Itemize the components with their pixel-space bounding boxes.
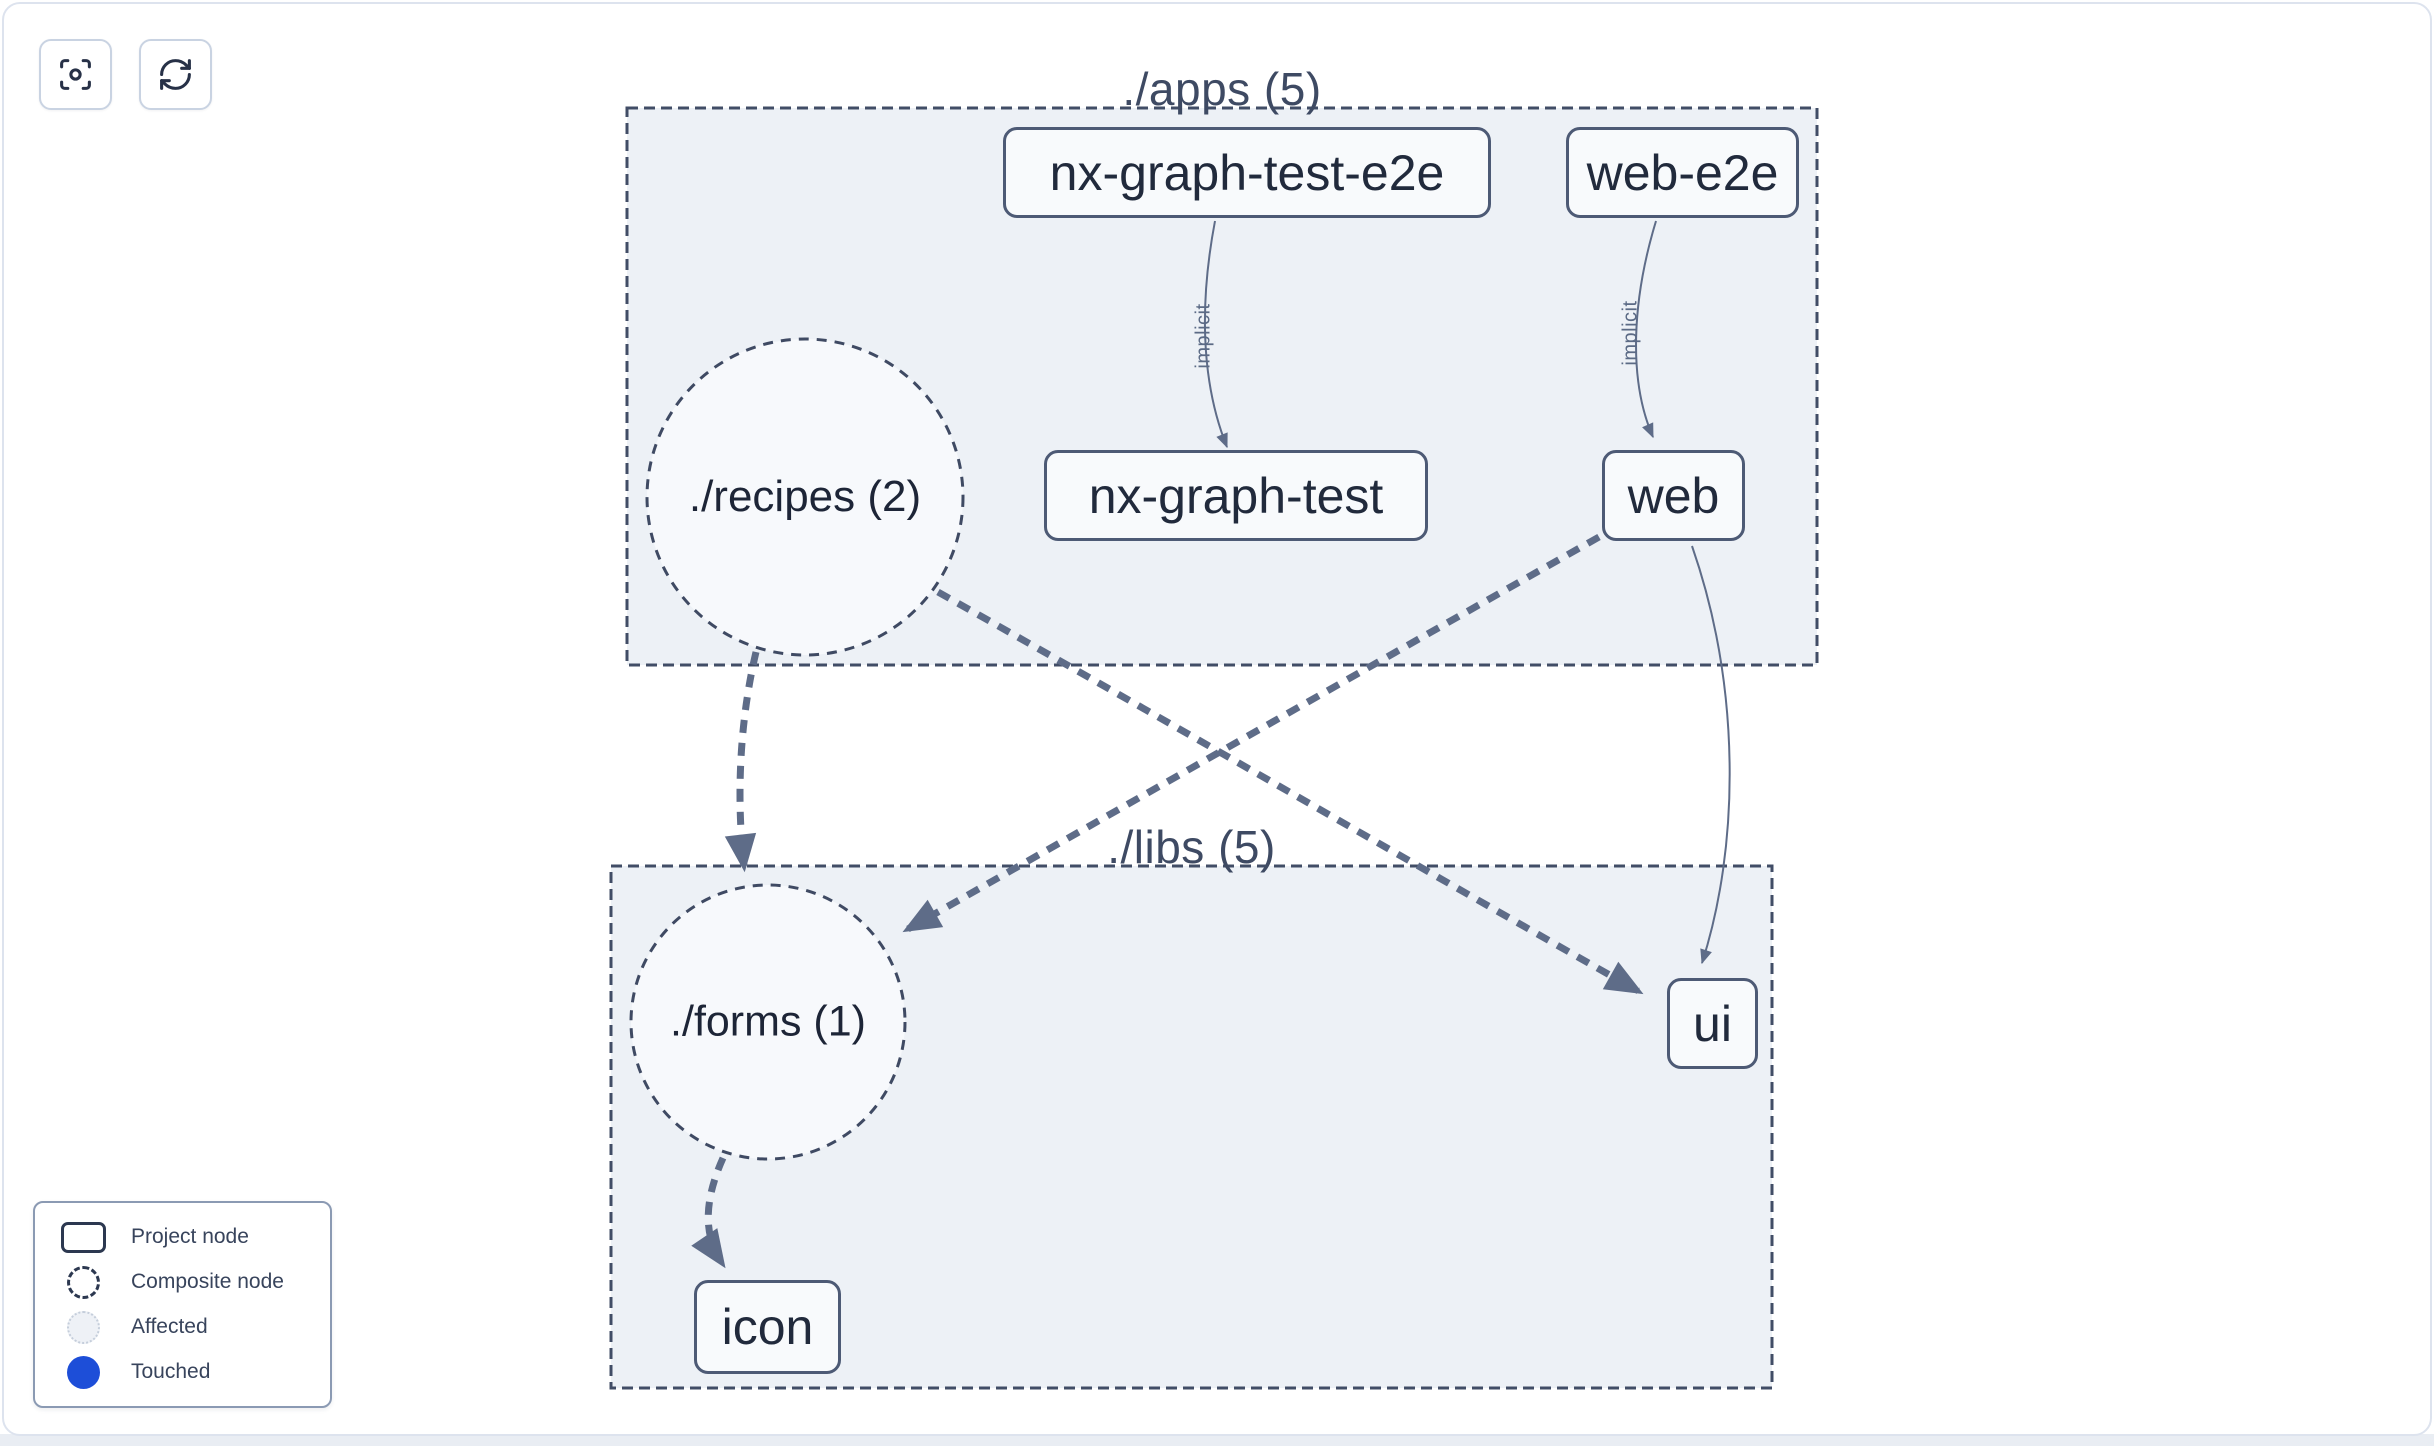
- legend-label: Project node: [131, 1225, 249, 1248]
- node-label: nx-graph-test-e2e: [1049, 144, 1445, 201]
- edge-forms-to-icon: [691, 1156, 727, 1269]
- page-bottom-strip: [0, 1434, 2434, 1446]
- legend: Project node Composite node Affected Tou…: [33, 1201, 332, 1408]
- node-icon[interactable]: icon: [694, 1280, 841, 1374]
- affected-swatch: [66, 1310, 100, 1344]
- refresh-icon: [160, 59, 191, 90]
- edge-web-e2e-to-web: [1635, 220, 1657, 439]
- legend-label: Affected: [131, 1315, 208, 1338]
- refresh-button[interactable]: [139, 39, 212, 110]
- legend-row-affected: Affected: [35, 1305, 330, 1349]
- group-label-libs: ./libs (5): [1107, 821, 1276, 873]
- composite-node-recipes[interactable]: [645, 337, 965, 657]
- node-label: web-e2e: [1586, 144, 1779, 201]
- node-nx-graph-test-e2e[interactable]: nx-graph-test-e2e: [1003, 127, 1491, 218]
- edge-label-implicit: implicit: [1619, 300, 1642, 366]
- edge-web-to-forms: [902, 533, 1601, 933]
- legend-row-project-node: Project node: [35, 1215, 330, 1259]
- node-label: nx-graph-test: [1088, 467, 1384, 524]
- legend-label: Touched: [131, 1360, 211, 1383]
- focus-button[interactable]: [39, 39, 112, 110]
- node-web-e2e[interactable]: web-e2e: [1566, 127, 1799, 218]
- composite-node-forms[interactable]: [629, 883, 907, 1161]
- node-label: web: [1627, 467, 1720, 524]
- node-label: ui: [1693, 995, 1732, 1052]
- touched-swatch: [66, 1355, 100, 1389]
- edge-recipes-to-forms: [724, 651, 760, 873]
- node-web[interactable]: web: [1602, 450, 1745, 541]
- edge-recipes-to-ui: [936, 588, 1644, 995]
- edge-nx-graph-test-e2e-to-nx-graph-test: [1203, 220, 1228, 449]
- edge-web-to-ui: [1691, 545, 1731, 965]
- project-node-swatch: [60, 1221, 106, 1253]
- edge-label-implicit: implicit: [1192, 303, 1215, 369]
- group-label-apps: ./apps (5): [1122, 63, 1322, 115]
- legend-label: Composite node: [131, 1270, 284, 1293]
- node-label: icon: [721, 1299, 814, 1355]
- node-nx-graph-test[interactable]: nx-graph-test: [1044, 450, 1428, 541]
- composite-node-swatch: [66, 1265, 100, 1299]
- focus-icon: [60, 59, 91, 90]
- node-ui[interactable]: ui: [1667, 978, 1758, 1069]
- legend-row-composite-node: Composite node: [35, 1260, 330, 1304]
- legend-row-touched: Touched: [35, 1350, 330, 1394]
